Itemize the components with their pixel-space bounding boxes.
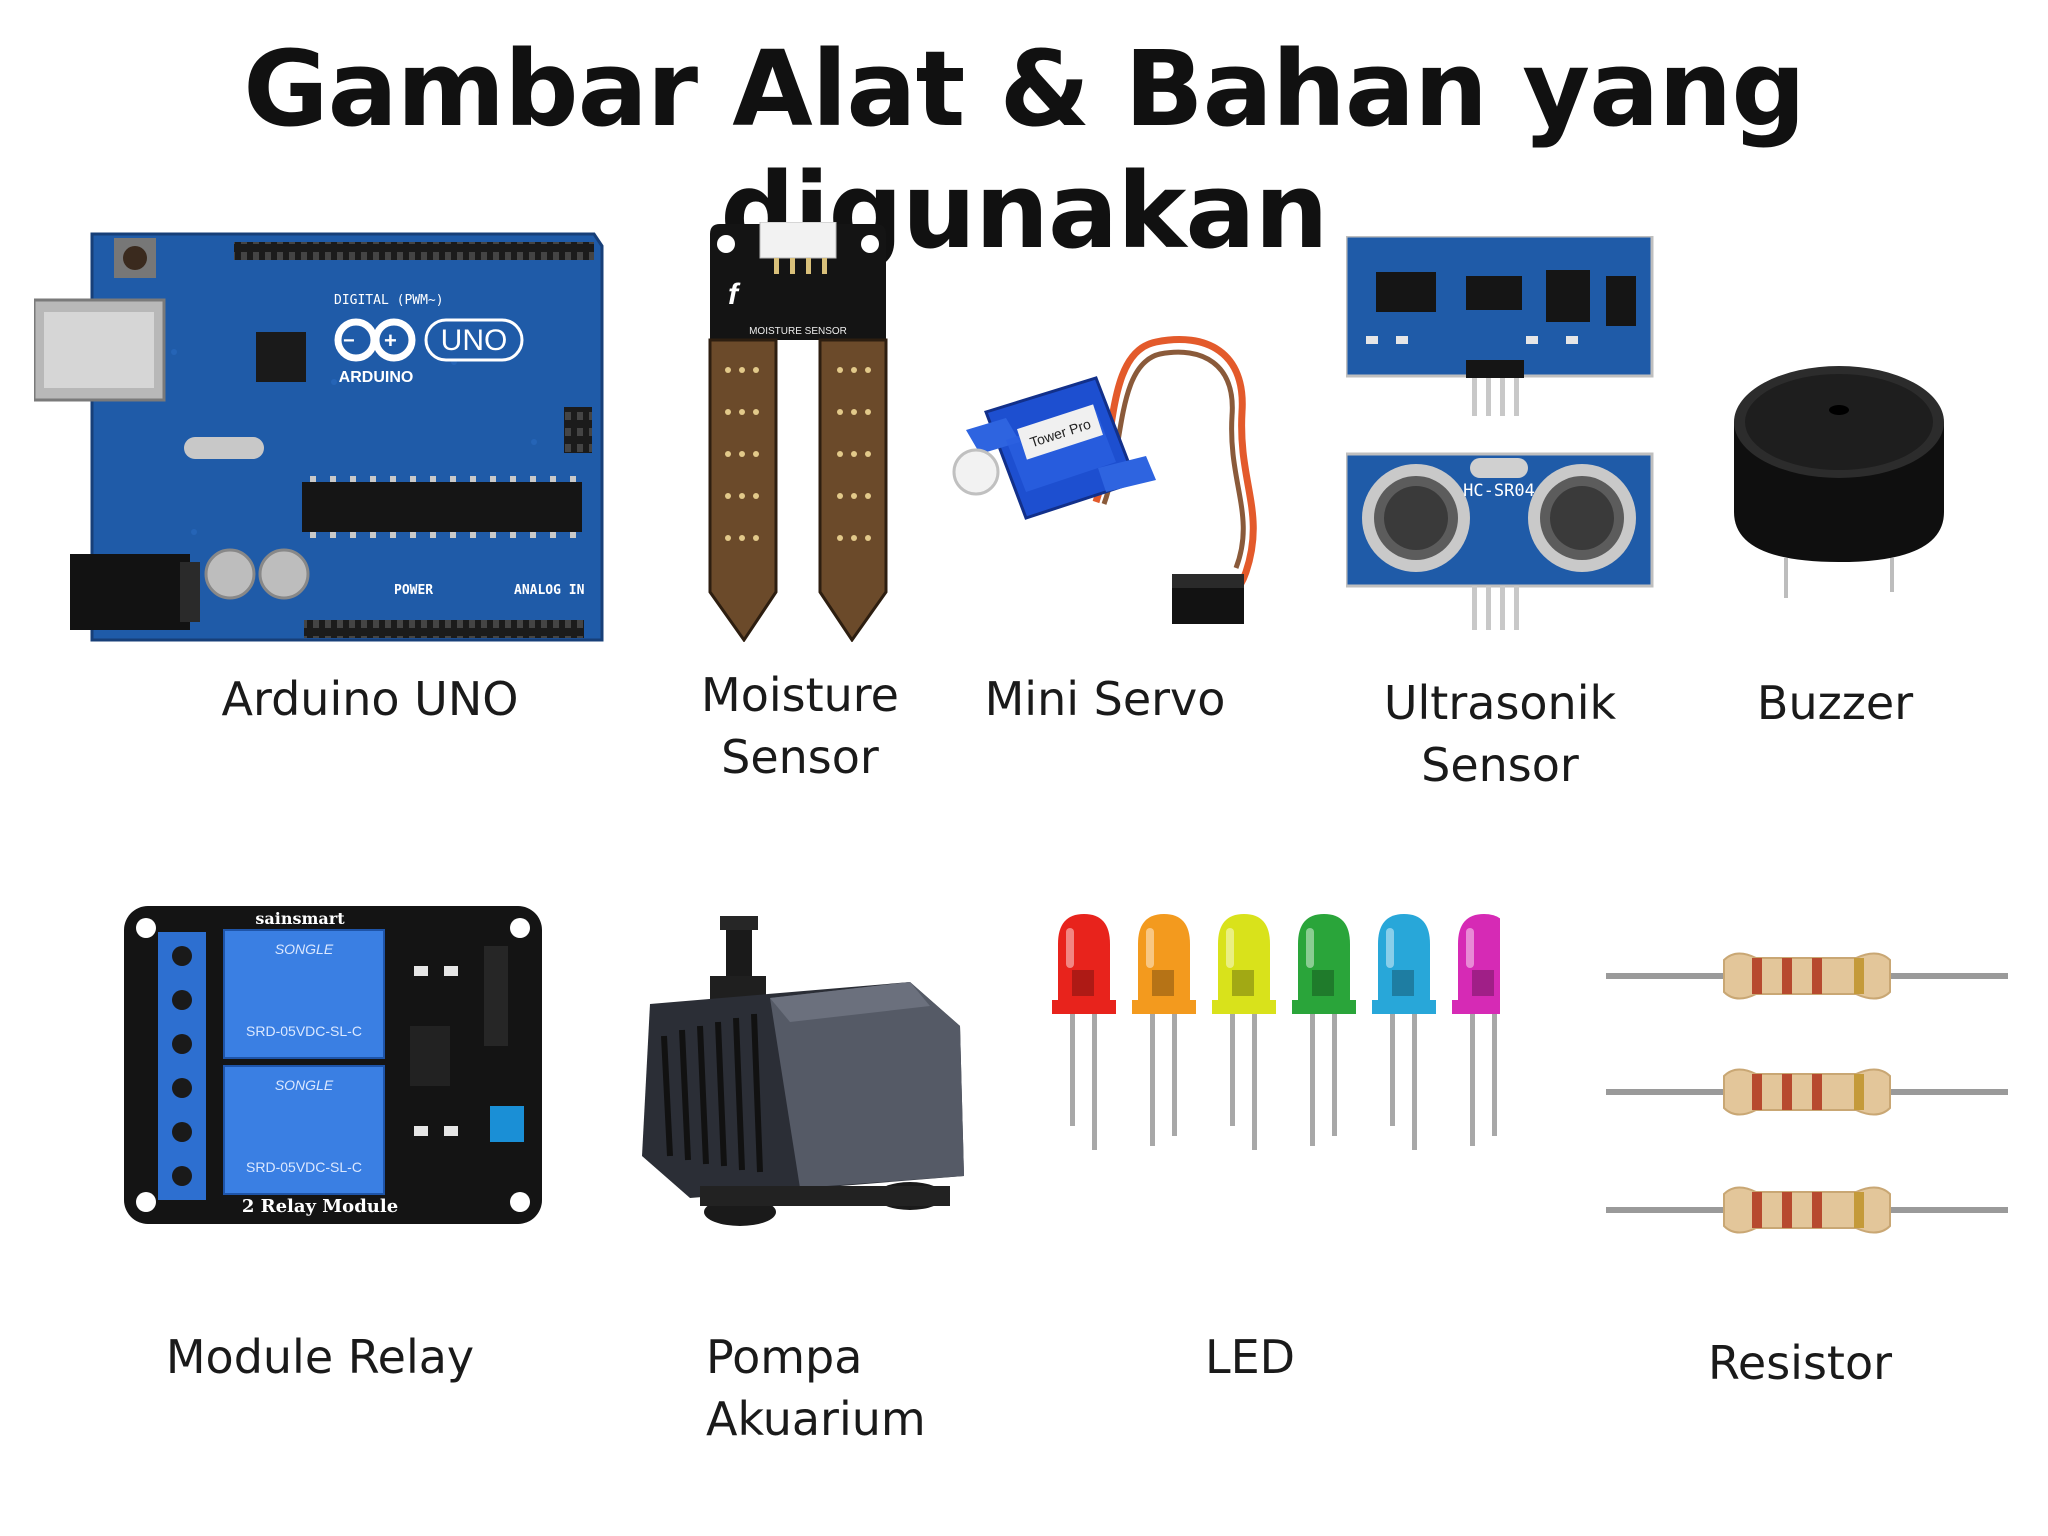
led-3 [1212, 914, 1276, 1150]
relay-module-image: sainsmart SONGLE SONGLE SRD-05VDC-SL-C S… [124, 906, 542, 1224]
relay-model-label-2: SRD-05VDC-SL-C [246, 1159, 362, 1175]
led-5 [1372, 914, 1436, 1150]
caption-buzzer: Buzzer [1756, 676, 1914, 730]
mini-servo-image: Tower Pro [952, 336, 1257, 624]
aquarium-pump-image [642, 916, 964, 1226]
led-2 [1132, 914, 1196, 1146]
arduino-analog-label: ANALOG IN [514, 583, 585, 598]
led-4 [1292, 914, 1356, 1146]
svg-text:+: + [384, 328, 397, 353]
relay-top-label: sainsmart [255, 909, 345, 928]
arduino-digital-label: DIGITAL (PWM~) [334, 293, 444, 308]
caption-led: LED [1204, 1330, 1296, 1384]
resistor-2 [1606, 1068, 2008, 1116]
buzzer-image [1734, 366, 1944, 598]
led-image [1052, 914, 1500, 1150]
caption-ultrasonic-sensor: Ultrasonik Sensor [1383, 676, 1617, 792]
relay-brand-label-1: SONGLE [275, 941, 334, 957]
arduino-model-label: UNO [441, 324, 508, 357]
ultrasonic-sensor-image: HC-SR04 [1346, 236, 1654, 630]
caption-mini-servo: Mini Servo [984, 672, 1226, 726]
caption-pompa-akuarium: Pompa Akuarium [706, 1330, 926, 1446]
page-title: Gambar Alat & Bahan yang digunakan [243, 28, 1806, 272]
ultrasonic-model-label: HC-SR04 [1463, 481, 1535, 501]
arduino-brand-label: ARDUINO [339, 369, 414, 386]
relay-bottom-label: 2 Relay Module [242, 1196, 398, 1217]
relay-model-label-1: SRD-05VDC-SL-C [246, 1023, 362, 1039]
caption-arduino-uno: Arduino UNO [221, 672, 519, 726]
led-1 [1052, 914, 1116, 1150]
moisture-sensor-image: f MOISTURE SENSOR [708, 222, 888, 642]
svg-text:−: − [343, 330, 355, 352]
relay-brand-label-2: SONGLE [275, 1077, 334, 1093]
moisture-board-label: MOISTURE SENSOR [749, 326, 847, 337]
caption-resistor: Resistor [1708, 1336, 1892, 1390]
resistor-3 [1606, 1186, 2008, 1234]
caption-module-relay: Module Relay [165, 1330, 475, 1384]
resistor-image [1606, 952, 2008, 1234]
arduino-uno-image: DIGITAL (PWM~) − + UNO ARDUINO POWER ANA… [34, 232, 604, 642]
arduino-power-label: POWER [394, 583, 433, 598]
resistor-1 [1606, 952, 2008, 1000]
svg-text:f: f [728, 278, 741, 311]
led-6 [1452, 914, 1500, 1146]
caption-moisture-sensor: Moisture Sensor [701, 668, 899, 784]
